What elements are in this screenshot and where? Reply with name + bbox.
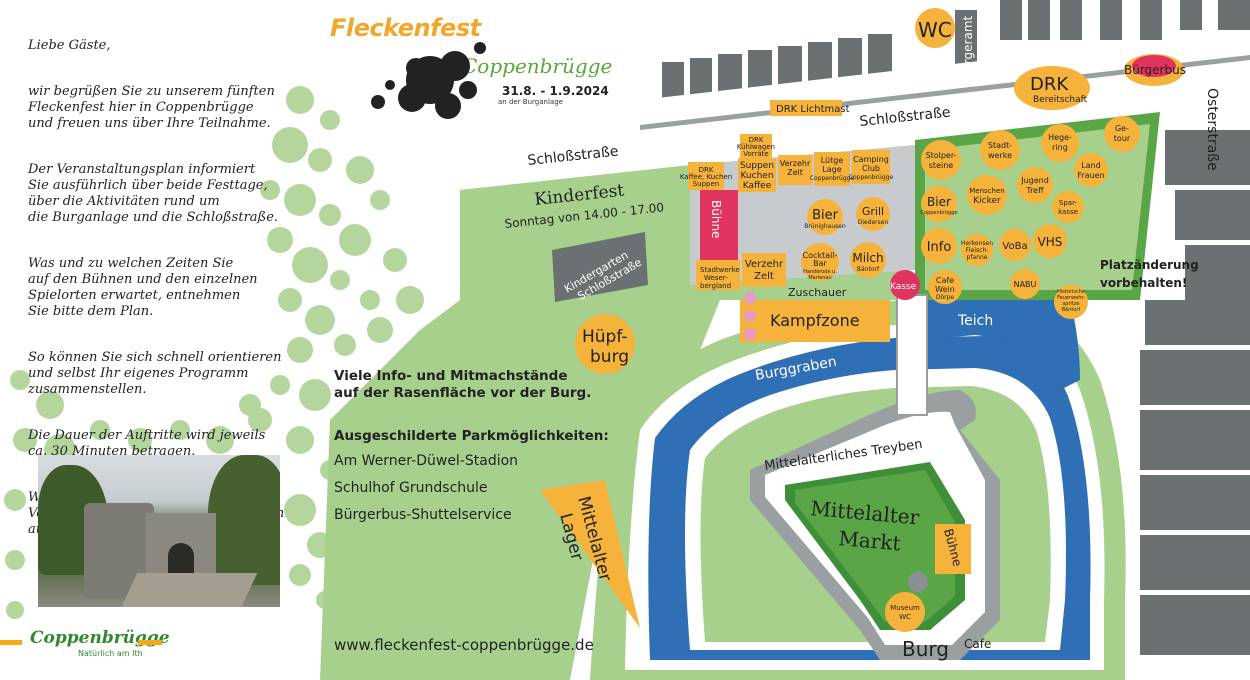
stall-label: Spar-kasse	[1058, 199, 1078, 216]
parking-item: Schulhof Grundschule	[334, 480, 488, 496]
castle-photo	[38, 455, 280, 607]
change-note: Platzänderung vorbehalten!	[1100, 258, 1199, 290]
drk-sub-label: Bereitschaft	[1033, 95, 1088, 105]
buergerbus-label: Bürgerbus	[1124, 63, 1186, 77]
fest-location: an der Burganlage	[498, 98, 563, 106]
mittelalter-lager-area	[540, 480, 640, 628]
fest-subtitle: Coppenbrügge	[462, 54, 613, 78]
stall-label: NABU	[1014, 280, 1037, 289]
decorative-dots	[4, 86, 424, 619]
logo-tagline: Natürlich am Ith	[78, 649, 143, 658]
splash-logo	[371, 42, 486, 119]
stall-label: Info	[927, 240, 952, 255]
parking-heading: Ausgeschilderte Parkmöglichkeiten:	[334, 428, 609, 444]
intro-paragraph: wir begrüßen Sie zu unserem fünften Flec…	[28, 84, 275, 131]
stall-label: Stadt-werke	[988, 141, 1012, 160]
drk-lichtmast-label: DRK Lichtmast	[776, 104, 850, 115]
website-link[interactable]: www.fleckenfest-coppenbrügge.de	[334, 636, 594, 654]
stalls	[688, 100, 971, 574]
kindergarten-building	[552, 232, 648, 302]
kasse-label: Kasse	[890, 282, 917, 292]
stall-label: Stolper-steine	[926, 151, 957, 170]
buehne-label: Bühne	[709, 200, 723, 238]
intro-paragraph: Was und zu welchen Zeiten Sie auf den Bü…	[28, 256, 258, 319]
street-osterstrasse: Osterstraße	[1204, 88, 1220, 171]
coppenbruegge-logo: Coppenbrügge Natürlich am Ith	[0, 628, 170, 658]
kampfzone-label: Kampfzone	[770, 311, 860, 330]
buildings	[662, 0, 1250, 655]
fest-title: Fleckenfest	[330, 14, 481, 42]
teich-label: Teich	[957, 313, 993, 329]
buergeramt-label: Bürgeramt	[961, 15, 975, 80]
intro-paragraph: Liebe Gäste,	[28, 38, 111, 53]
stall-circles	[575, 8, 1140, 632]
intro-paragraph: Der Veranstaltungsplan informiert Sie au…	[28, 162, 279, 225]
stall-label: Hege-ring	[1048, 133, 1072, 152]
huepfburg-label: Hüpf-	[582, 327, 628, 347]
intro-paragraph: So können Sie sich schnell orientieren u…	[28, 350, 282, 397]
drk-label: DRK	[1030, 74, 1069, 95]
markt-label-2: Markt	[838, 526, 902, 555]
burg-label: Burg	[902, 637, 949, 661]
huepfburg-label-2: burg	[590, 347, 629, 367]
buehne-stage	[700, 190, 738, 260]
wc-label: WC	[918, 18, 952, 42]
parking-item: Am Werner-Düwel-Stadion	[334, 453, 519, 469]
stall-label: VoBa	[1002, 241, 1027, 252]
parking-item: Bürgerbus-Shuttelservice	[334, 507, 512, 523]
spectator-seats	[744, 292, 756, 340]
stands-info: Viele Info- und Mitmachstände auf der Ra…	[334, 368, 592, 401]
stall-label: VHS	[1038, 235, 1063, 249]
zuschauer-label: Zuschauer	[788, 286, 847, 299]
logo-name: Coppenbrügge	[30, 628, 170, 648]
fest-dates: 31.8. - 1.9.2024	[502, 84, 609, 98]
stall-label: Ge-tour	[1114, 124, 1131, 143]
cafe-label: Cafe	[964, 637, 991, 651]
